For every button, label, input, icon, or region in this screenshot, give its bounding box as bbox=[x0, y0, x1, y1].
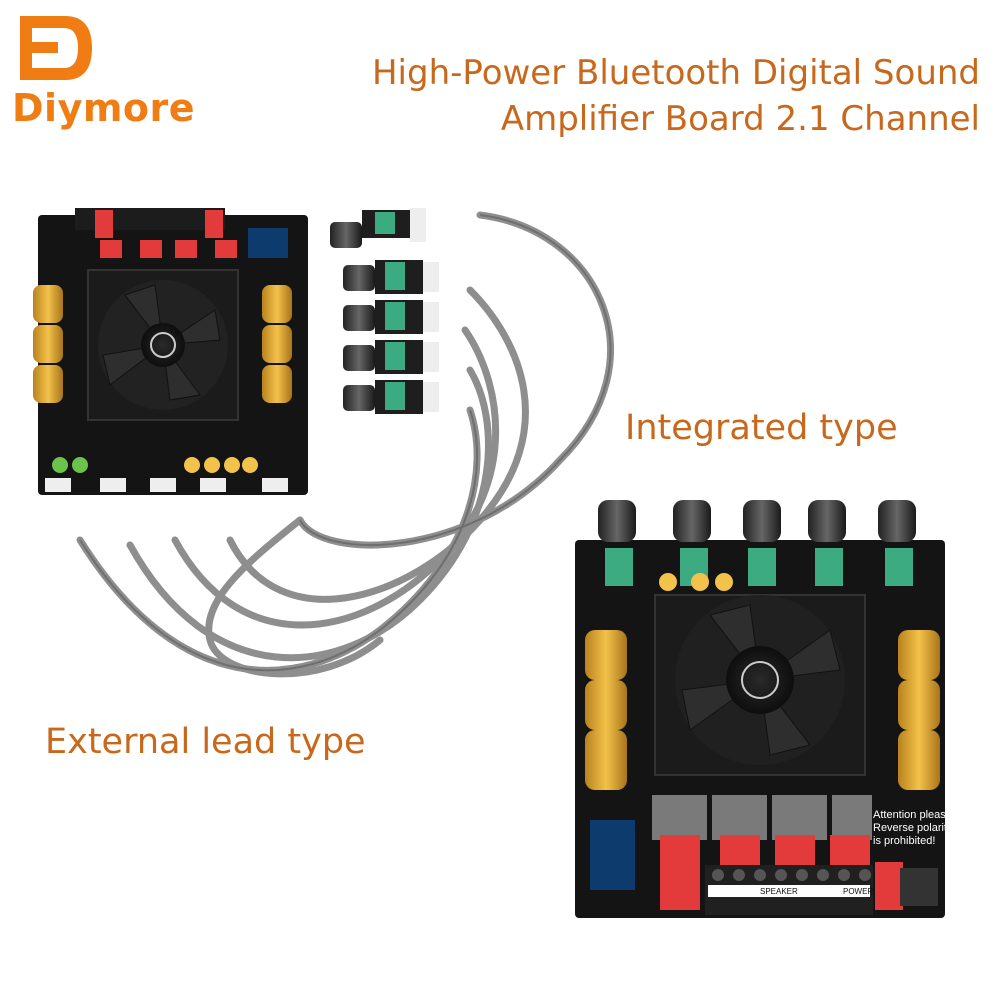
integrated-type-label: Integrated type bbox=[625, 408, 898, 448]
title-line-2: Amplifier Board 2.1 Channel bbox=[500, 99, 980, 139]
external-lead-board bbox=[33, 208, 308, 495]
capacitor-icon bbox=[585, 630, 940, 790]
external-lead-type-label: External lead type bbox=[45, 722, 366, 762]
product-title: High-Power Bluetooth Digital Sound Ampli… bbox=[372, 50, 980, 142]
bluetooth-module-icon bbox=[248, 228, 288, 258]
brand-name: Diymore bbox=[12, 86, 196, 130]
reverse-text: Reverse polarity bbox=[873, 822, 953, 834]
brand-logo bbox=[10, 8, 210, 138]
power-label: POWER bbox=[843, 887, 873, 896]
external-knobs bbox=[330, 208, 439, 414]
prohibited-text: is prohibited! bbox=[873, 835, 935, 847]
speaker-label: SPEAKER bbox=[760, 887, 798, 896]
integrated-board: Attention please: Reverse polarity is pr… bbox=[575, 500, 955, 918]
knob-icon bbox=[330, 208, 426, 248]
attention-text: Attention please: bbox=[873, 809, 955, 821]
capacitor-icon bbox=[33, 285, 292, 403]
logo-mark-icon bbox=[20, 16, 92, 80]
title-line-1: High-Power Bluetooth Digital Sound bbox=[371, 53, 980, 93]
knob-icon bbox=[598, 500, 916, 542]
bluetooth-module-icon bbox=[590, 820, 635, 890]
